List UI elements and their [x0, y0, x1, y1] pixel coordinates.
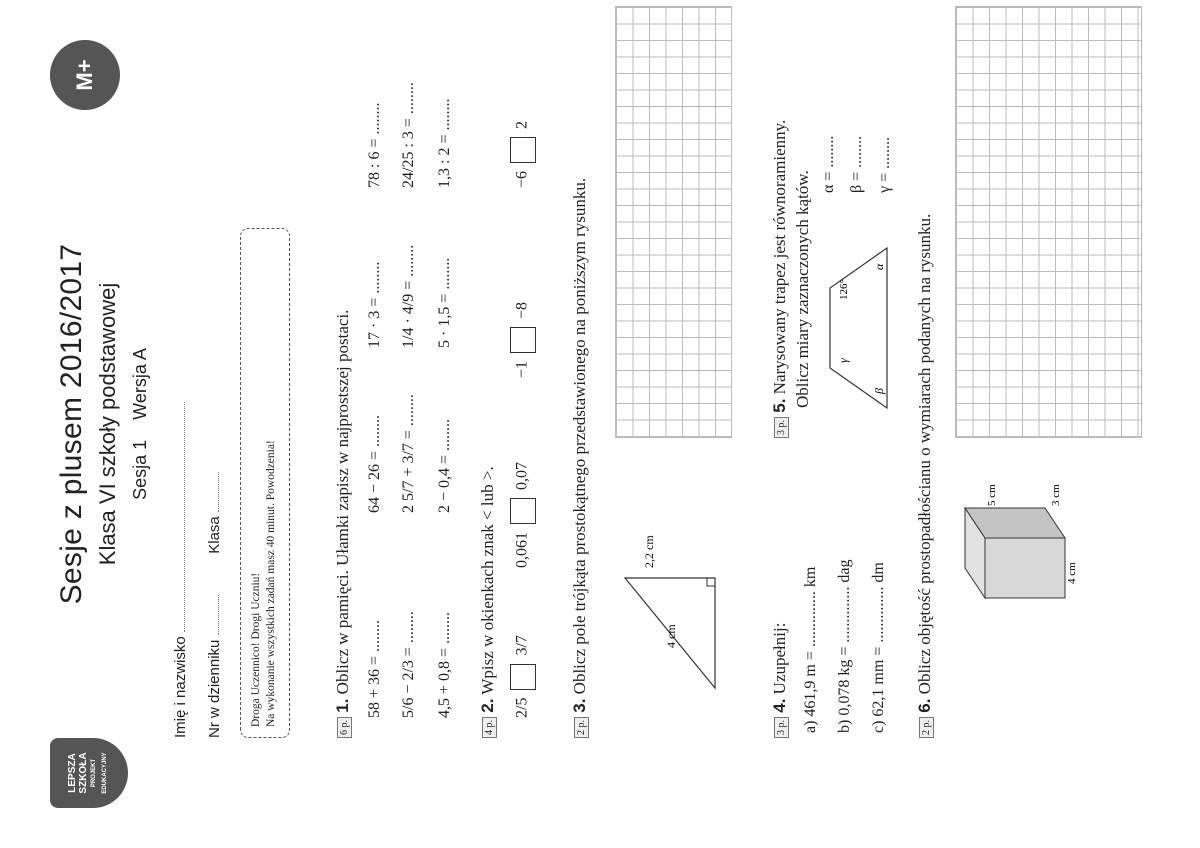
points-badge: 4 p. [481, 717, 497, 738]
class-label: Klasa [206, 516, 223, 554]
question-6: 2 p. 6. Oblicz objętość prostopadłościan… [915, 214, 935, 738]
question-text: Wpisz w okienkach znak < lub >. [478, 466, 497, 695]
diary-field[interactable] [204, 595, 219, 636]
triangle-side-a: 4 cm [664, 624, 678, 648]
q1-ex-r2-c2: 2 5/7 + 3/7 = ........ [400, 394, 417, 513]
q2-right-value: 2 [513, 120, 531, 129]
question-text: Oblicz pole trójkąta prostokątnego przed… [570, 177, 589, 695]
compare-box[interactable] [510, 498, 536, 524]
question-1: 6 p. 1. Oblicz w pamięci. Ułamki zapisz … [333, 310, 353, 738]
notice-line-2: Na wykonanie wszystkich zadań masz 40 mi… [265, 440, 277, 727]
question-text-1: Narysowany trapez jest równoramienny. [770, 119, 789, 395]
points-badge: 6 p. [336, 717, 352, 738]
notice-line-1: Droga Uczennico! Drogi Uczniu! [250, 572, 262, 727]
cuboid-height-label: 5 cm [986, 484, 998, 506]
points-badge: 2 p. [918, 717, 934, 738]
name-field[interactable] [170, 402, 185, 633]
question-3: 2 p. 3. Oblicz pole trójkąta prostokątne… [570, 178, 590, 738]
q1-ex-r1-c4: 78 : 6 = ........ [366, 102, 383, 188]
points-badge: 2 p. [573, 717, 589, 738]
name-label: Imię i nazwisko [172, 636, 189, 738]
logo-m-plus-text: M+ [72, 59, 97, 91]
compare-box[interactable] [510, 326, 536, 353]
notice-box: Droga Uczennico! Drogi Uczniu! Na wykona… [240, 228, 290, 738]
question-number: 6. [915, 698, 934, 713]
q1-ex-r2-c1: 5/6 − 2/3 = ........ [400, 611, 417, 718]
diary-label: Nr w dzienniku [206, 639, 223, 738]
q2-right-value: 3/7 [513, 635, 531, 656]
question-number: 5. [770, 398, 789, 413]
question-number: 3. [570, 698, 589, 713]
compare-box[interactable] [510, 663, 536, 690]
q2-right-value: 0,07 [513, 462, 531, 490]
question-number: 4. [770, 698, 789, 713]
question-text: Oblicz objętość prostopadłościanu o wymi… [915, 213, 934, 695]
angle-alpha: α [872, 263, 886, 270]
angle-gamma: γ [836, 358, 850, 363]
q1-ex-r3-c3: 5 · 1,5 = ........ [436, 257, 453, 348]
version-label: Wersja A [130, 348, 150, 420]
question-number: 1. [333, 698, 352, 713]
question-text: Oblicz w pamięci. Ułamki zapisz w najpro… [333, 309, 352, 695]
logo-m-plus: M+ [50, 40, 120, 110]
answer-grid-6[interactable] [955, 6, 1142, 438]
q1-ex-r1-c1: 58 + 36 = ........ [366, 619, 383, 718]
question-4: 3 p. 4. Uzupełnij: [770, 623, 790, 738]
points-badge: 3 p. [773, 717, 789, 738]
angle-beta: β [872, 388, 886, 395]
triangle-shape [623, 577, 716, 690]
q1-ex-r3-c1: 4,5 + 0,8 = ........ [436, 611, 453, 718]
cuboid-width-label: 4 cm [1066, 562, 1075, 584]
q1-ex-r2-c4: 24/25 : 3 = ........ [400, 82, 417, 188]
question-5: 3 p. 5. Narysowany trapez jest równorami… [770, 120, 790, 438]
session-line: Sesja 1 Wersja A [130, 0, 151, 848]
q1-ex-r1-c2: 64 − 26 = ........ [366, 414, 383, 513]
q2-pair-4: −6 2 [510, 121, 536, 188]
question-number: 2. [478, 698, 497, 713]
q4-item-c: c) 62,1 mm = .............. dm [870, 562, 887, 733]
trapezoid-figure: 126° γ β α [829, 246, 888, 410]
q2-left-value: 0,061 [513, 532, 531, 568]
q1-ex-r1-c3: 17 · 3 = ........ [366, 261, 383, 348]
q5-answer-beta: β = ........ [848, 135, 865, 193]
q2-right-value: −8 [513, 301, 531, 319]
cuboid-depth-label: 3 cm [1050, 484, 1062, 506]
q4-item-b: b) 0,078 kg = .............. dag [836, 559, 853, 733]
right-triangle-figure: 4 cm 2,2 cm [623, 535, 716, 690]
q2-left-value: −1 [513, 360, 531, 378]
q4-item-a: a) 461,9 m = .............. km [802, 566, 819, 733]
cuboid-front [984, 537, 1066, 599]
q2-left-value: 2/5 [513, 697, 531, 718]
cuboid-figure: 4 cm 3 cm 5 cm [964, 484, 1075, 600]
question-2: 4 p. 2. Wpisz w okienkach znak < lub >. [478, 466, 498, 738]
points-badge: 3 p. [773, 417, 789, 438]
q5-answer-gamma: γ = ........ [876, 136, 893, 193]
class-field[interactable] [204, 472, 219, 513]
trapezoid-shape [829, 246, 888, 410]
q2-pair-2: 0,061 0,07 [510, 462, 536, 568]
question-text: Uzupełnij: [770, 622, 789, 695]
compare-box[interactable] [510, 136, 536, 163]
name-row: Imię i nazwisko [170, 402, 189, 738]
q2-pair-3: −1 −8 [510, 302, 536, 378]
session-label: Sesja 1 [130, 439, 150, 500]
right-angle-mark [706, 578, 715, 587]
diary-row: Nr w dzienniku Klasa [204, 472, 223, 738]
triangle-side-b: 2,2 cm [642, 535, 656, 568]
q5-answer-alpha: α = ........ [820, 135, 837, 193]
angle-given: 126° [838, 279, 850, 300]
question-5-line-2: Oblicz miary zaznaczonych kątów. [793, 170, 812, 408]
q1-ex-r3-c2: 2 − 0,4 = ........ [436, 418, 453, 513]
page-title: Sesje z plusem 2016/2017 [55, 243, 88, 605]
page-subtitle: Klasa VI szkoły podstawowej [95, 282, 120, 566]
q1-ex-r2-c3: 1/4 · 4/9 = ........ [400, 244, 417, 348]
q1-ex-r3-c4: 1,3 : 2 = ........ [436, 98, 453, 188]
answer-grid-3[interactable] [615, 6, 732, 438]
q2-pair-1: 2/5 3/7 [510, 635, 536, 718]
q2-left-value: −6 [513, 170, 531, 188]
